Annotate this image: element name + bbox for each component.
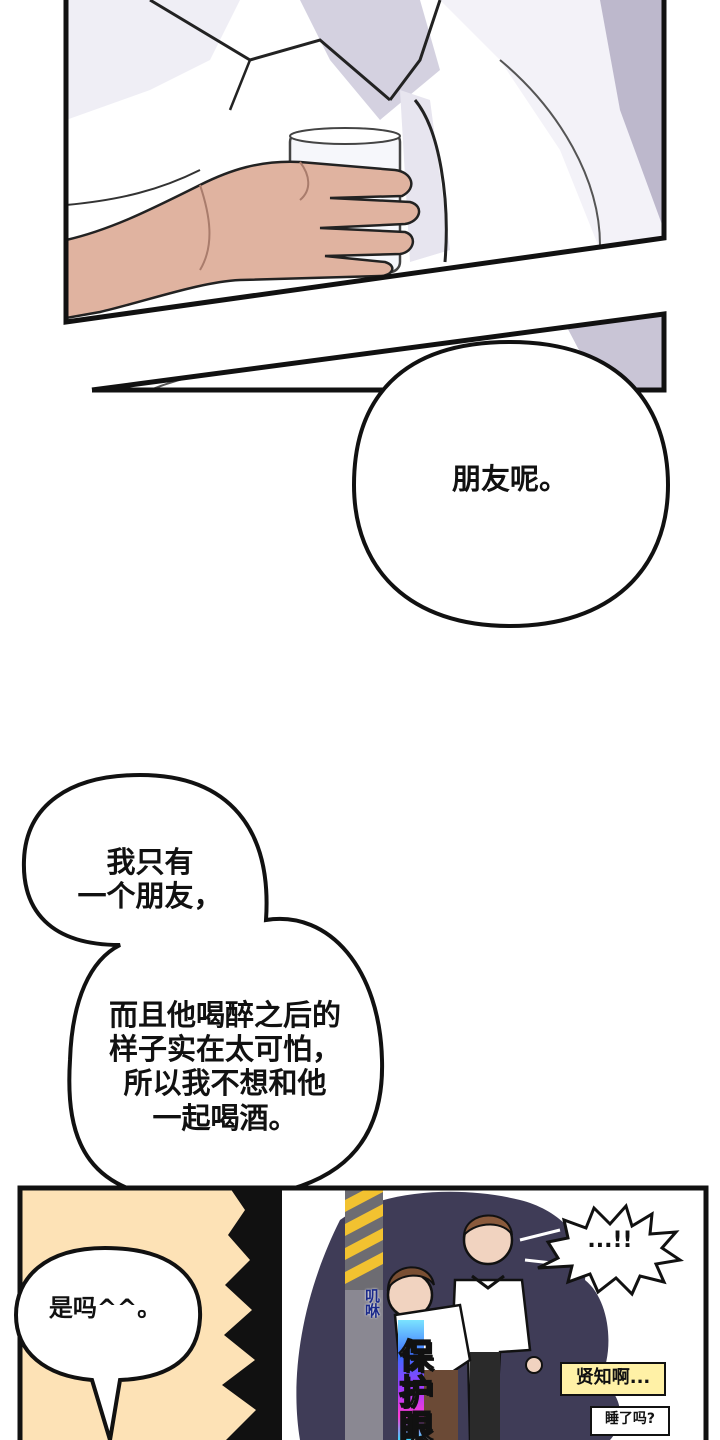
caption-2-text: 睡了吗?	[604, 1411, 656, 1427]
bubble-4-text: ...!!	[587, 1228, 633, 1253]
sfx-protect-char-2: 护	[398, 1372, 434, 1413]
panel-3-art	[17, 1185, 709, 1440]
sfx-rubbing: 叽咻	[363, 1288, 381, 1318]
speech-bubble-4-shout	[537, 1202, 684, 1297]
caption-1-text: 贤知啊...	[575, 1367, 651, 1388]
sfx-protect-char-1: 保	[398, 1337, 434, 1377]
bubble-1-text: 朋友呢。	[451, 462, 568, 496]
bubble-2-bottom-text: 而且他喝醉之后的 样子实在太可怕， 所以我不想和他 一起喝酒。	[108, 998, 341, 1135]
sfx-protect-eyes: 保 护 眼	[394, 1337, 438, 1440]
sfx-protect-char-3: 眼	[398, 1408, 434, 1440]
speech-bubble-1	[351, 339, 671, 629]
caption-box-2	[590, 1406, 670, 1436]
speech-bubble-2	[21, 772, 385, 1203]
speech-bubble-3	[13, 1245, 203, 1440]
caption-box-1	[560, 1362, 666, 1396]
bubble-2-top-text: 我只有 一个朋友，	[77, 845, 223, 914]
bubble-3-text: 是吗^^。	[48, 1294, 162, 1322]
